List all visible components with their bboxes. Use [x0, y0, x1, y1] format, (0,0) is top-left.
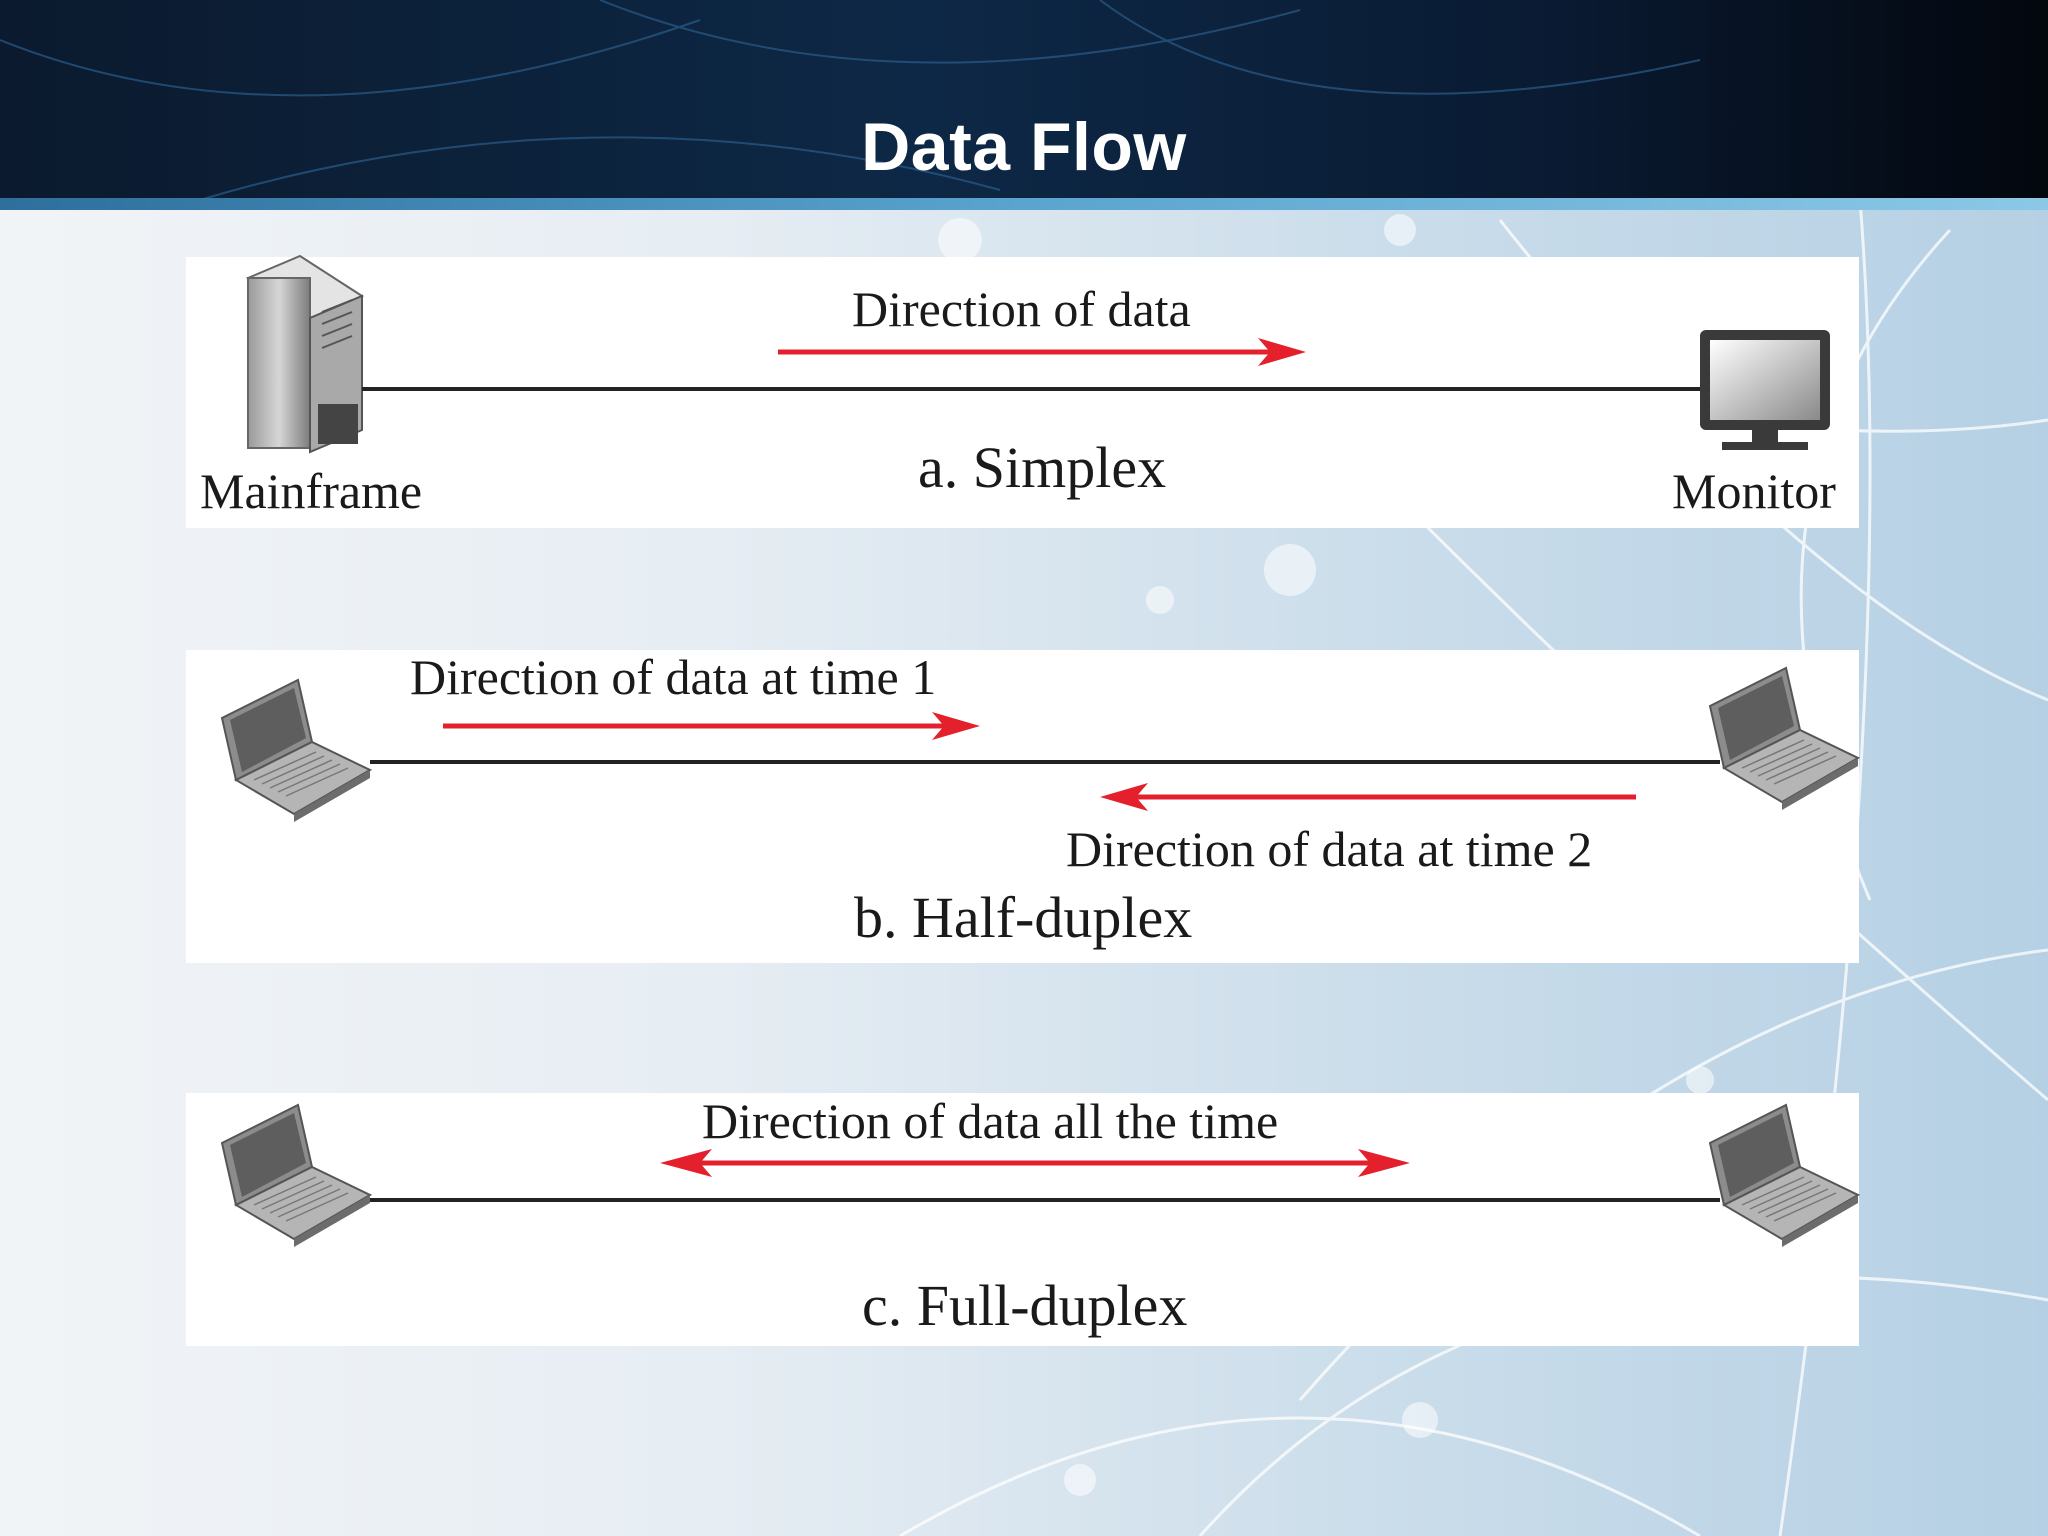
half-duplex-time-2-label: Direction of data at time 2: [1066, 821, 1593, 877]
mainframe-label: Mainframe: [200, 463, 423, 519]
slide-title: Data Flow: [861, 109, 1187, 185]
full-duplex-arrow: [660, 1149, 1410, 1177]
laptop-icon: [221, 1104, 371, 1248]
laptop-icon: [221, 679, 371, 823]
half-duplex-time-1-label: Direction of data at time 1: [410, 649, 937, 705]
simplex-caption: a. Simplex: [918, 435, 1167, 500]
simplex-arrow: [778, 338, 1306, 366]
full-duplex-direction-label: Direction of data all the time: [702, 1093, 1279, 1149]
half-duplex-arrow-time-2: [1100, 783, 1636, 811]
half-duplex-arrow-time-1: [443, 712, 980, 740]
monitor-label: Monitor: [1672, 463, 1836, 519]
simplex-panel: [186, 257, 1859, 528]
laptop-icon: [1709, 667, 1859, 811]
half-duplex-panel: [186, 650, 1859, 963]
full-duplex-panel: [186, 1093, 1859, 1346]
monitor-icon: [1700, 330, 1830, 450]
full-duplex-caption: c. Full-duplex: [862, 1273, 1188, 1338]
laptop-icon: [1709, 1104, 1859, 1248]
simplex-direction-label: Direction of data: [852, 281, 1191, 337]
half-duplex-caption: b. Half-duplex: [854, 885, 1193, 950]
mainframe-icon: [245, 254, 365, 454]
